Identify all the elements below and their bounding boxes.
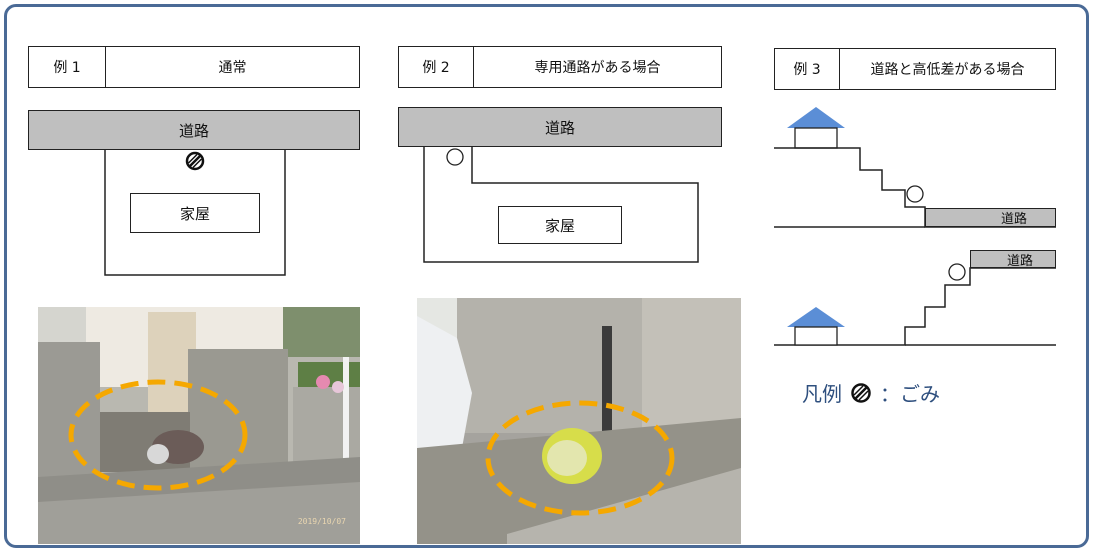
example3-road-upper-scene: 道路 <box>925 208 1056 227</box>
example2-title: 専用通路がある場合 <box>534 60 661 76</box>
collection-point-circle-icon <box>906 185 924 203</box>
highlight-ellipse <box>68 379 248 491</box>
example2-label: 例 2 専用通路がある場合 <box>398 46 722 88</box>
photo-example1: 2019/10/07 <box>38 307 360 544</box>
example3-lower-terrain <box>774 267 1056 346</box>
legend-prefix: 凡例 <box>802 382 842 406</box>
example1-label: 例 1 通常 <box>28 46 360 88</box>
example2-house: 家屋 <box>498 206 622 244</box>
legend-suffix: ：ごみ <box>880 382 940 406</box>
photo-example2-drawing <box>417 298 741 544</box>
legend: 凡例 ：ごみ <box>802 378 940 407</box>
collection-point-circle-icon <box>948 263 966 281</box>
collection-point-circle-icon <box>446 148 464 166</box>
photo-example2 <box>417 298 741 544</box>
photo-example1-drawing <box>38 307 360 544</box>
example3-number: 例 3 <box>775 49 840 89</box>
example1-title: 通常 <box>218 60 247 76</box>
example1-road: 道路 <box>28 110 360 150</box>
example1-number: 例 1 <box>29 47 106 87</box>
garbage-symbol-icon <box>851 382 871 403</box>
house-icon <box>787 307 845 346</box>
example2-road: 道路 <box>398 107 722 147</box>
example3-road-lower-scene: 道路 <box>970 250 1056 269</box>
example2-number: 例 2 <box>399 47 474 87</box>
outer-frame <box>4 4 1089 548</box>
example1-lot-outline <box>104 150 286 276</box>
photo-date-stamp: 2019/10/07 <box>297 517 346 526</box>
example3-title: 道路と高低差がある場合 <box>870 62 1025 78</box>
garbage-symbol-icon <box>185 151 205 171</box>
example3-label: 例 3 道路と高低差がある場合 <box>774 48 1056 90</box>
highlight-ellipse <box>485 400 675 516</box>
example2-lot-outline <box>423 147 699 263</box>
example1-house: 家屋 <box>130 193 260 233</box>
